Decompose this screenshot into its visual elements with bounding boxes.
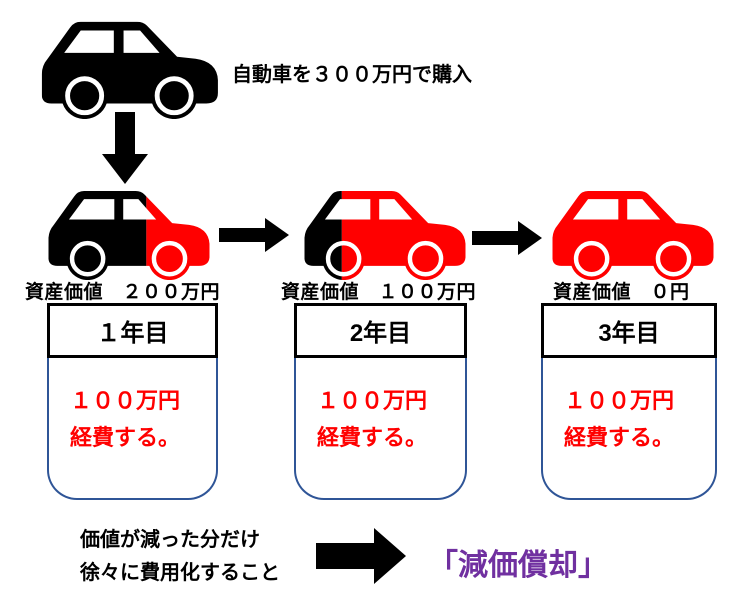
asset-value-label-year3: 資産価値 ０円: [553, 282, 690, 303]
expense-action: 経費する。: [70, 425, 181, 450]
depreciation-term: 「減価償却」: [428, 549, 608, 582]
car-icon-purchase: [41, 21, 218, 120]
expense-amount: １００万円: [564, 388, 675, 413]
year1-box: １年目 １００万円 経費する。: [47, 303, 218, 500]
year3-body: １００万円 経費する。: [541, 358, 717, 500]
asset-value-label-year2: 資産価値 １００万円: [281, 282, 477, 303]
year1-header: １年目: [47, 303, 218, 358]
expense-action: 経費する。: [317, 425, 428, 450]
year3-box: 3年目 １００万円 経費する。: [541, 303, 717, 500]
car-icon-year1: [48, 191, 210, 281]
asset-value-label-year1: 資産価値 ２００万円: [25, 282, 221, 303]
footer-explanation-line1: 価値が減った分だけ: [80, 529, 260, 551]
car-icon-year2: [304, 191, 466, 281]
year2-box: 2年目 １００万円 経費する。: [294, 303, 467, 500]
purchase-caption: 自動車を３００万円で購入: [232, 64, 472, 86]
footer-explanation-line2: 徐々に費用化すること: [80, 562, 280, 584]
arrow-right-icon-footer: [316, 528, 406, 584]
expense-action: 経費する。: [564, 425, 675, 450]
year1-body: １００万円 経費する。: [47, 358, 218, 500]
expense-amount: １００万円: [70, 388, 181, 413]
year2-body: １００万円 経費する。: [294, 358, 467, 500]
expense-amount: １００万円: [317, 388, 428, 413]
arrow-down-icon: [102, 112, 148, 184]
car-icon-year3: [552, 191, 714, 281]
arrow-right-icon-1: [219, 218, 289, 252]
year2-header: 2年目: [294, 303, 467, 358]
year3-header: 3年目: [541, 303, 717, 358]
arrow-right-icon-2: [472, 221, 542, 255]
